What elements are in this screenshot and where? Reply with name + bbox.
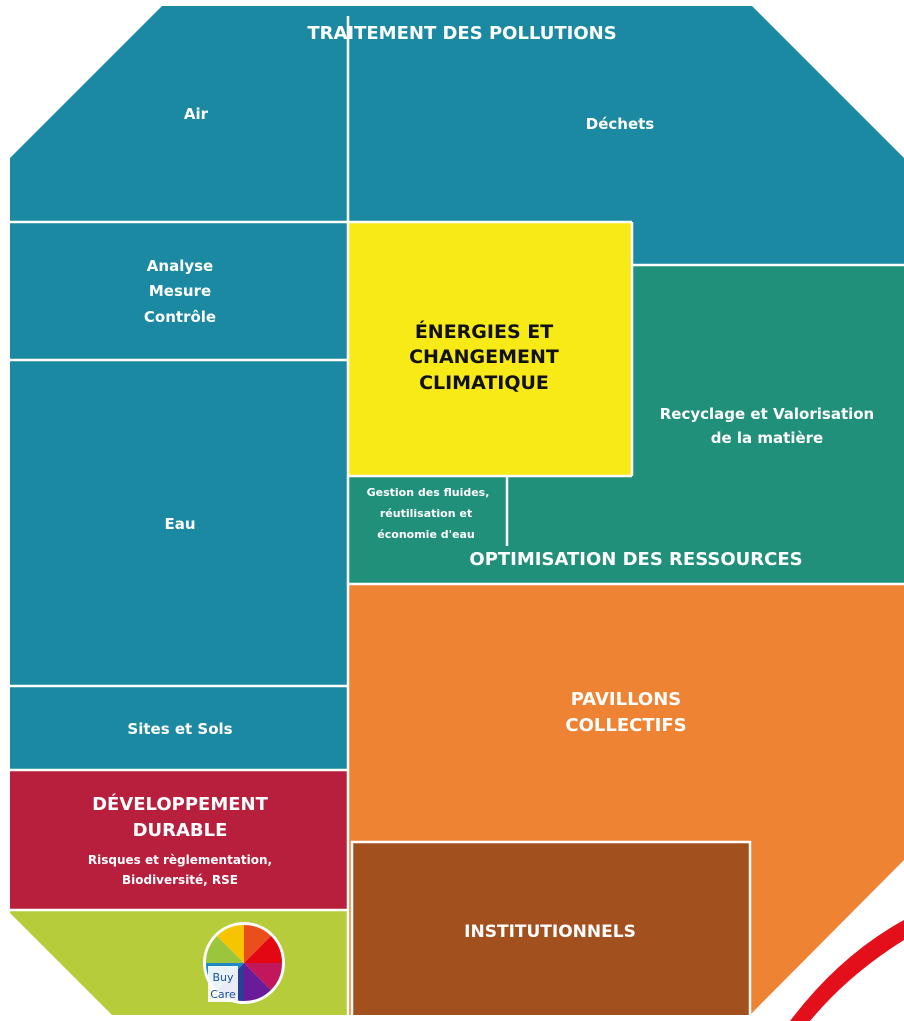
buy-care-logo[interactable]: Buy Care — [203, 922, 285, 1004]
label-pavillons: PAVILLONS — [571, 689, 682, 710]
label-collectifs: COLLECTIFS — [565, 715, 686, 736]
logo-word-buy: Buy — [212, 971, 234, 984]
dividers — [10, 16, 904, 1015]
zone-sites-sols[interactable] — [10, 686, 348, 770]
zone-analyse[interactable] — [10, 222, 348, 360]
label-recyclage-line1: Recyclage et Valorisation — [660, 405, 875, 423]
label-risques: Risques et règlementation, — [88, 853, 272, 867]
label-energies-line2: CHANGEMENT — [409, 346, 559, 368]
label-sites-sols: Sites et Sols — [127, 720, 232, 738]
label-energies-line3: CLIMATIQUE — [419, 372, 549, 394]
label-institutionnels: INSTITUTIONNELS — [464, 922, 636, 942]
label-analyse: Analyse — [147, 257, 213, 275]
zone-optimisation[interactable] — [348, 265, 904, 584]
zone-developpement-durable[interactable] — [10, 770, 348, 910]
label-air: Air — [184, 105, 209, 123]
label-gestion-line2: réutilisation et — [380, 507, 472, 520]
label-gestion-line1: Gestion des fluides, — [367, 486, 490, 499]
label-dechets: Déchets — [586, 115, 655, 133]
zone-buy-care[interactable] — [10, 910, 348, 1015]
label-developpement: DÉVELOPPEMENT — [92, 793, 269, 815]
label-eau: Eau — [164, 515, 195, 533]
label-mesure: Mesure — [149, 282, 211, 300]
zone-energies[interactable] — [348, 222, 632, 476]
zone-eau[interactable] — [10, 360, 348, 686]
label-biodiversite: Biodiversité, RSE — [122, 873, 238, 887]
zone-traitement-top[interactable] — [10, 6, 904, 265]
label-recyclage-line2: de la matière — [711, 429, 823, 447]
zone-institutionnels[interactable] — [352, 842, 750, 1015]
logo-word-care: Care — [210, 988, 236, 1001]
label-gestion-line3: économie d'eau — [377, 528, 474, 541]
label-optimisation-des-ressources: OPTIMISATION DES RESSOURCES — [469, 549, 802, 570]
label-energies-line1: ÉNERGIES ET — [415, 320, 553, 343]
title-traitement-des-pollutions: TRAITEMENT DES POLLUTIONS — [307, 23, 616, 44]
red-arc-decoration — [790, 920, 904, 1021]
label-durable: DURABLE — [133, 820, 228, 841]
label-controle: Contrôle — [144, 308, 216, 326]
